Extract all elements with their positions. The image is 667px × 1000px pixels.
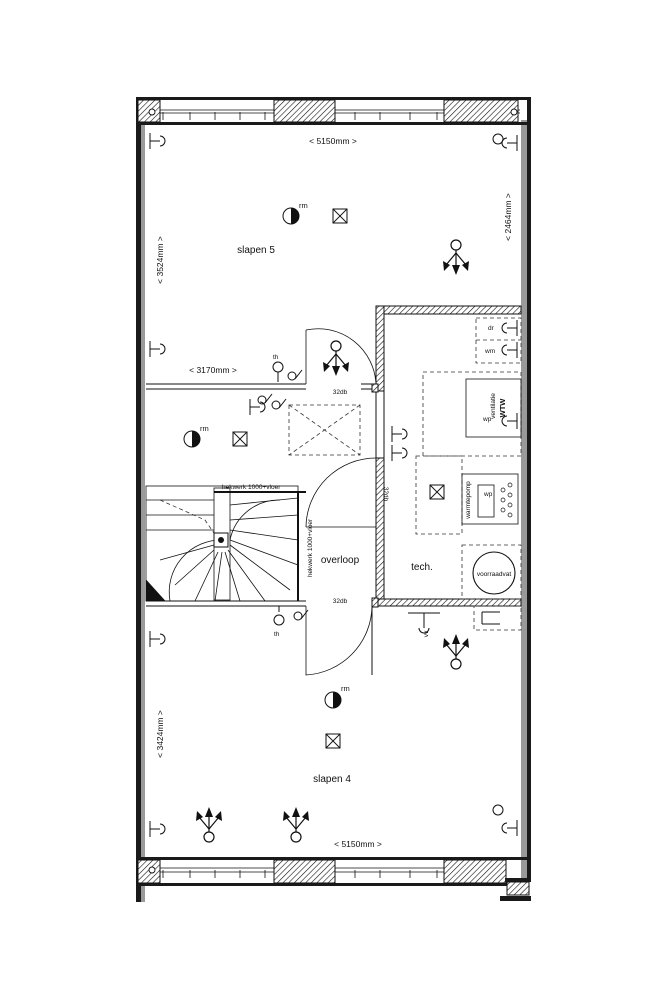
interior-walls (146, 305, 522, 608)
junction-box-icon (325, 733, 341, 749)
wtw-label: WTW (498, 398, 507, 418)
tech-equipment (415, 317, 522, 631)
ceiling-hatch (288, 404, 361, 456)
railing-label: hekwerk 1000+vloer (307, 518, 314, 577)
sound-rating-label: 32db (382, 487, 389, 502)
switch-icon (271, 398, 287, 410)
smoke-detector-icon (324, 691, 342, 709)
outlet-icon (149, 630, 166, 648)
storage-tank-label: voorraadvat (477, 571, 512, 578)
outlet-icon (501, 341, 518, 359)
dryer-label: dr (488, 325, 495, 332)
room-label-slapen4: slapen 4 (313, 774, 351, 785)
ceiling-light-icon (442, 239, 470, 276)
room-label-slapen5: slapen 5 (237, 245, 275, 256)
dimension-mid-width: < 3170mm > (189, 365, 237, 375)
switch-icon (287, 369, 303, 381)
staircase (145, 485, 306, 602)
room-label-tech: tech. (411, 562, 433, 573)
ceiling-light-icon (195, 806, 223, 843)
outlet-icon (149, 132, 166, 150)
outlet-icon (501, 319, 518, 337)
outlet-icon (501, 134, 518, 152)
rm-label: rm (299, 201, 308, 210)
thermostat-icon (272, 361, 284, 373)
outlet-icon (391, 444, 408, 462)
smoke-detector-icon (282, 207, 300, 225)
dimension-right-height: < 2464mm > (503, 193, 513, 241)
th-label: th (274, 631, 280, 638)
electrical-symbols (148, 108, 518, 878)
junction-box-icon (429, 484, 445, 500)
vv-outlet-icon (408, 612, 440, 634)
sound-rating-label: 32db (333, 598, 348, 605)
text-labels: slapen 5 overloop tech. slapen 4 < 5150m… (155, 136, 513, 849)
rm-label: rm (341, 684, 350, 693)
outlet-icon (391, 425, 408, 443)
wp-label: wp (483, 491, 493, 498)
ceiling-light-icon (282, 806, 310, 843)
dimension-bottom-width: < 5150mm > (334, 839, 382, 849)
railing-label: hekwerk 1000+vloer (222, 484, 281, 491)
dimension-slapen5-height: < 3524mm > (155, 236, 165, 284)
ceiling-light-icon (322, 340, 350, 377)
outlet-icon (501, 819, 518, 837)
sound-rating-label: 32db (333, 389, 348, 396)
room-label-overloop: overloop (321, 555, 360, 566)
washer-label: wm (484, 348, 495, 355)
outlet-icon (149, 340, 166, 358)
rm-label: rm (200, 424, 209, 433)
heat-pump-label: warmtepomp (465, 481, 472, 520)
outlet-icon (149, 820, 166, 838)
smoke-detector-icon (183, 430, 201, 448)
junction-box-icon (332, 208, 348, 224)
ceiling-light-icon (442, 633, 470, 670)
wp-label: wp (482, 416, 492, 423)
exterior-walls (136, 97, 531, 902)
th-label: th (273, 354, 279, 361)
junction-box-icon (232, 431, 248, 447)
dimension-top-width: < 5150mm > (309, 136, 357, 146)
ventilation-label: ventilatie (490, 393, 497, 419)
dimension-slapen4-height: < 3424mm > (155, 710, 165, 758)
vv-label: vv (423, 630, 430, 637)
thermostat-icon (273, 614, 285, 626)
doors (305, 328, 377, 676)
